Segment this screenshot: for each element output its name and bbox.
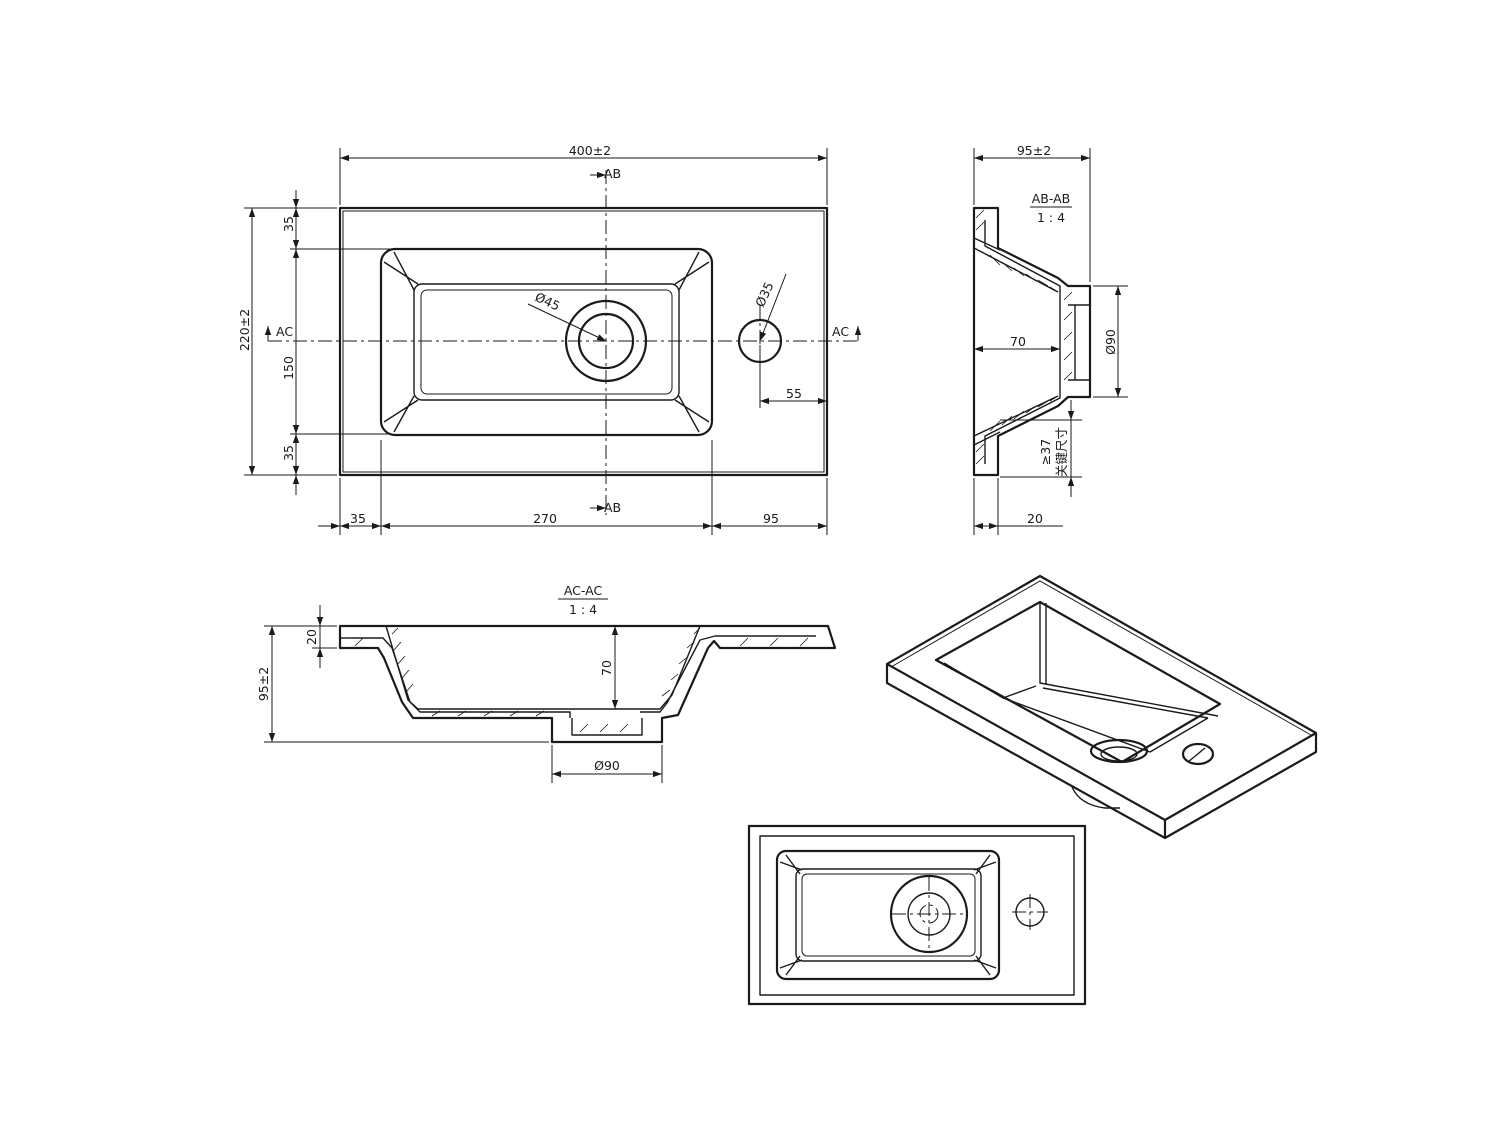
dim-drain-diameter: Ø45 xyxy=(533,289,563,313)
plan-drain-outer xyxy=(889,874,969,954)
dim-left-margin: 35 xyxy=(350,511,366,526)
section-ac-view: AC-AC 1 : 4 20 95±2 70 Ø90 xyxy=(256,583,837,783)
dim-overall-depth: 220±2 xyxy=(237,309,252,351)
dim-bowl-depth: 150 xyxy=(281,356,296,380)
dim-ac-drain-diameter: Ø90 xyxy=(594,758,620,773)
section-mark-ac-left: AC xyxy=(276,324,293,339)
section-ac-outline xyxy=(338,624,837,744)
dim-ac-rim-thickness: 20 xyxy=(304,629,319,645)
dim-ab-rim-thickness: 20 xyxy=(1027,511,1043,526)
dim-ab-drain-diameter: Ø90 xyxy=(1103,329,1118,355)
section-ac-title: AC-AC xyxy=(564,583,603,598)
dim-ab-key-note: 关键尺寸 xyxy=(1054,427,1069,477)
section-mark-ab-top: AB xyxy=(604,166,621,181)
section-mark-ac-right: AC xyxy=(832,324,849,339)
iso-drain xyxy=(1089,738,1149,764)
dim-bowl-width: 270 xyxy=(533,511,557,526)
plan-view xyxy=(747,824,1087,1006)
dim-right-margin: 95 xyxy=(763,511,779,526)
section-ab-outline xyxy=(972,206,1092,477)
dim-tap-hole-diameter: Ø35 xyxy=(752,280,776,310)
section-ac-scale: 1 : 4 xyxy=(569,602,597,617)
iso-tap-hole xyxy=(1181,742,1215,766)
iso-bowl-rim xyxy=(934,600,1222,764)
dim-ab-bowl-depth: 70 xyxy=(1010,334,1026,349)
plan-view-outline xyxy=(747,824,1087,1006)
bowl-bottom xyxy=(413,283,680,401)
dim-ac-overall-height: 95±2 xyxy=(256,667,271,701)
dim-tap-hole-offset: 55 xyxy=(786,386,802,401)
section-ab-scale: 1 : 4 xyxy=(1037,210,1065,225)
dim-overall-width: 400±2 xyxy=(569,143,611,158)
isometric-view xyxy=(885,574,1318,840)
dim-ab-overall-height: 95±2 xyxy=(1017,143,1051,158)
dim-front-margin: 35 xyxy=(281,445,296,461)
section-ab-title: AB-AB xyxy=(1032,191,1071,206)
section-mark-ab-bottom: AB xyxy=(604,500,621,515)
section-ab-view: AB-AB 1 : 4 95±2 70 Ø90 ≥37 关键尺寸 20 xyxy=(972,143,1128,535)
bowl-rim xyxy=(379,247,714,437)
dim-back-margin: 35 xyxy=(281,216,296,232)
top-view: AC AC AB AB 400±2 220±2 35 150 35 3 xyxy=(237,143,862,535)
dim-ab-key-dimension: ≥37 xyxy=(1038,439,1053,465)
dim-ac-bowl-depth: 70 xyxy=(599,660,614,676)
plan-bowl-rim xyxy=(775,849,1001,981)
